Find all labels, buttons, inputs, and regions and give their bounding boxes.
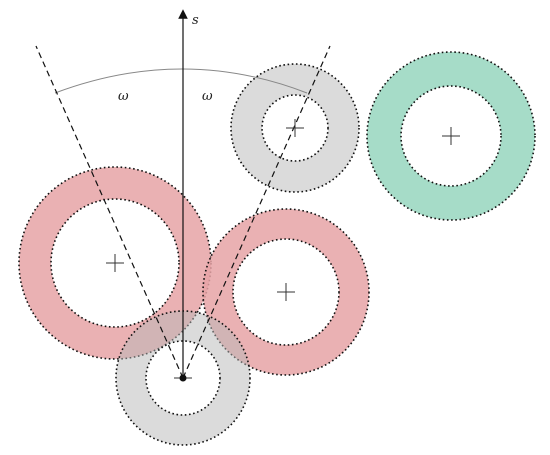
origin-point bbox=[179, 374, 187, 382]
angle-arc bbox=[54, 68, 308, 94]
annulus-gray-top bbox=[230, 63, 360, 193]
angle-right-label: ω bbox=[202, 89, 213, 104]
annulus-red-right bbox=[202, 208, 370, 376]
axis-s-label: s bbox=[192, 13, 199, 28]
ray-left bbox=[35, 45, 184, 379]
ray-right bbox=[182, 45, 331, 379]
center-markers bbox=[106, 119, 460, 379]
angle-left-label: ω bbox=[118, 89, 129, 104]
annulus-green bbox=[366, 51, 536, 221]
